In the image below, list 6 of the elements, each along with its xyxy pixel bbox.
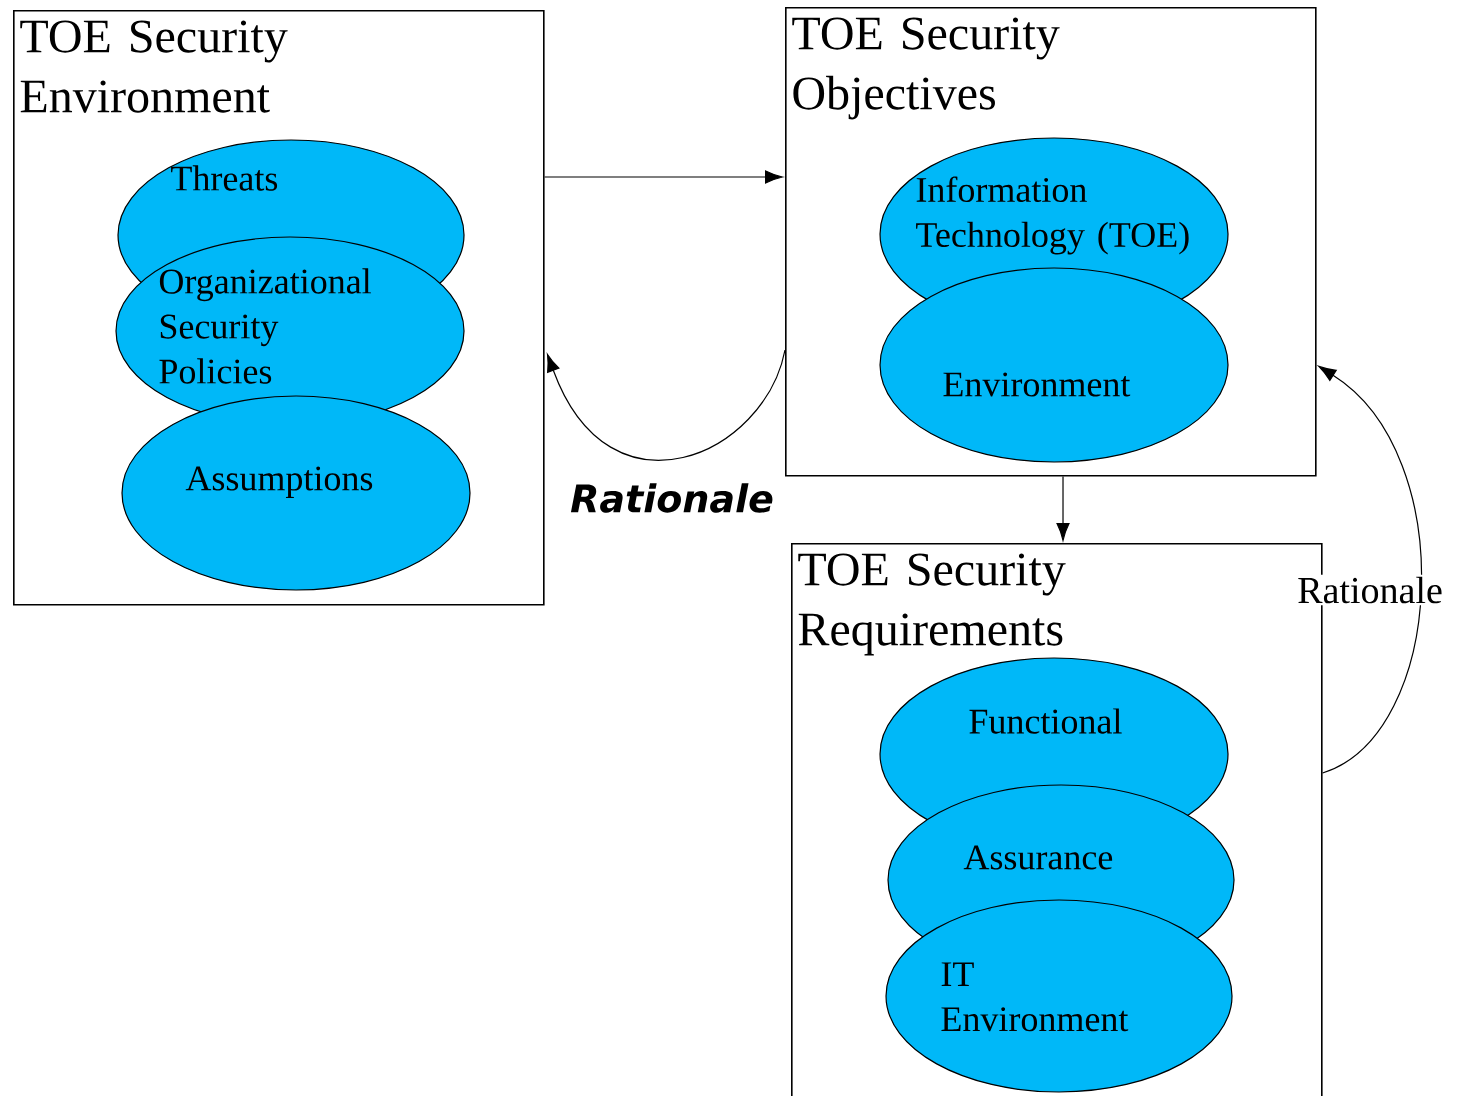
arrow: [546, 349, 786, 461]
edge-label: Rationale: [1295, 574, 1445, 606]
arrow: [1056, 476, 1070, 541]
edge-label: Rationale: [568, 481, 776, 515]
arrow: [544, 170, 783, 184]
arrow: [1318, 365, 1422, 774]
